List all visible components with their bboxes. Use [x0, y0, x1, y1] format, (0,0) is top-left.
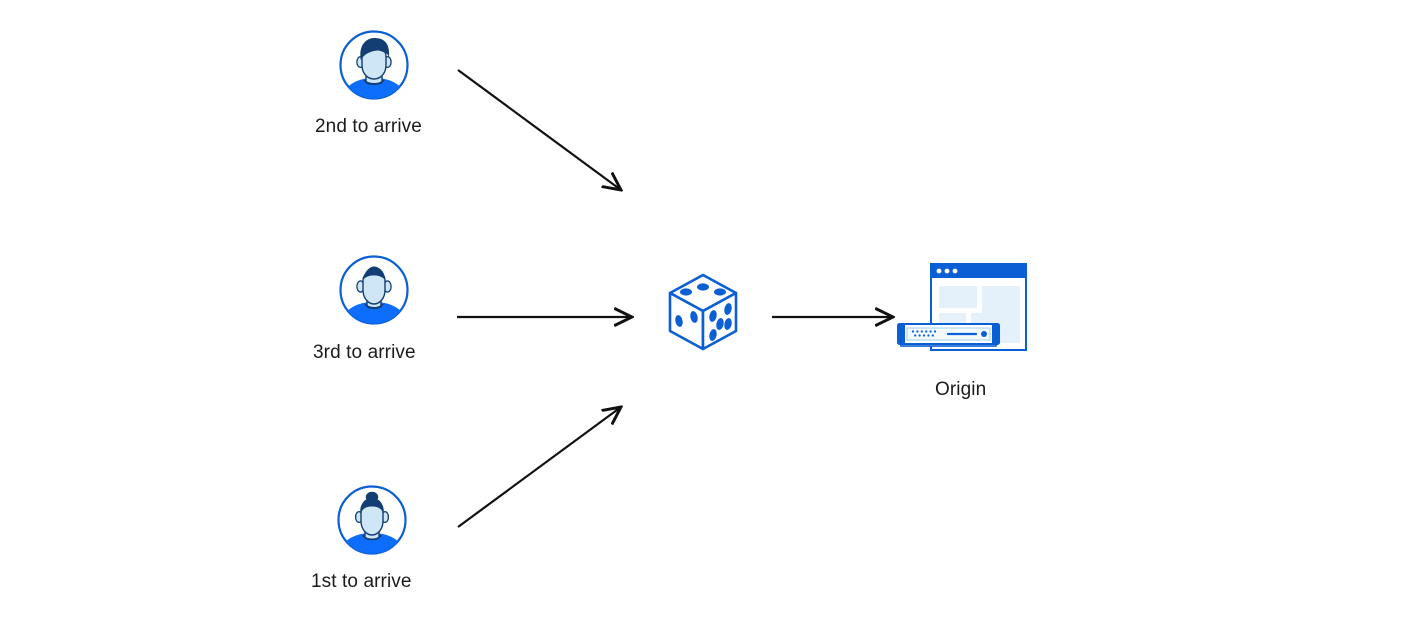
node-client-2nd[interactable]	[337, 28, 411, 102]
user-avatar-icon	[337, 485, 407, 555]
label-origin: Origin	[935, 379, 987, 400]
label-client-1st: 1st to arrive	[311, 571, 412, 592]
user-avatar-icon	[339, 30, 409, 100]
connector-1st-to-randomizer	[457, 407, 621, 528]
node-origin[interactable]	[893, 258, 1033, 358]
user-avatar-icon	[339, 255, 409, 325]
node-client-1st[interactable]	[335, 483, 409, 557]
router-appliance-icon	[897, 323, 1000, 347]
node-randomizer[interactable]	[660, 265, 746, 359]
dice-icon	[668, 273, 738, 351]
label-client-3rd: 3rd to arrive	[313, 342, 416, 363]
origin-server-icon	[897, 263, 1027, 351]
node-client-3rd[interactable]	[337, 253, 411, 327]
connector-2nd-to-randomizer	[457, 69, 621, 190]
label-client-2nd: 2nd to arrive	[315, 116, 422, 137]
